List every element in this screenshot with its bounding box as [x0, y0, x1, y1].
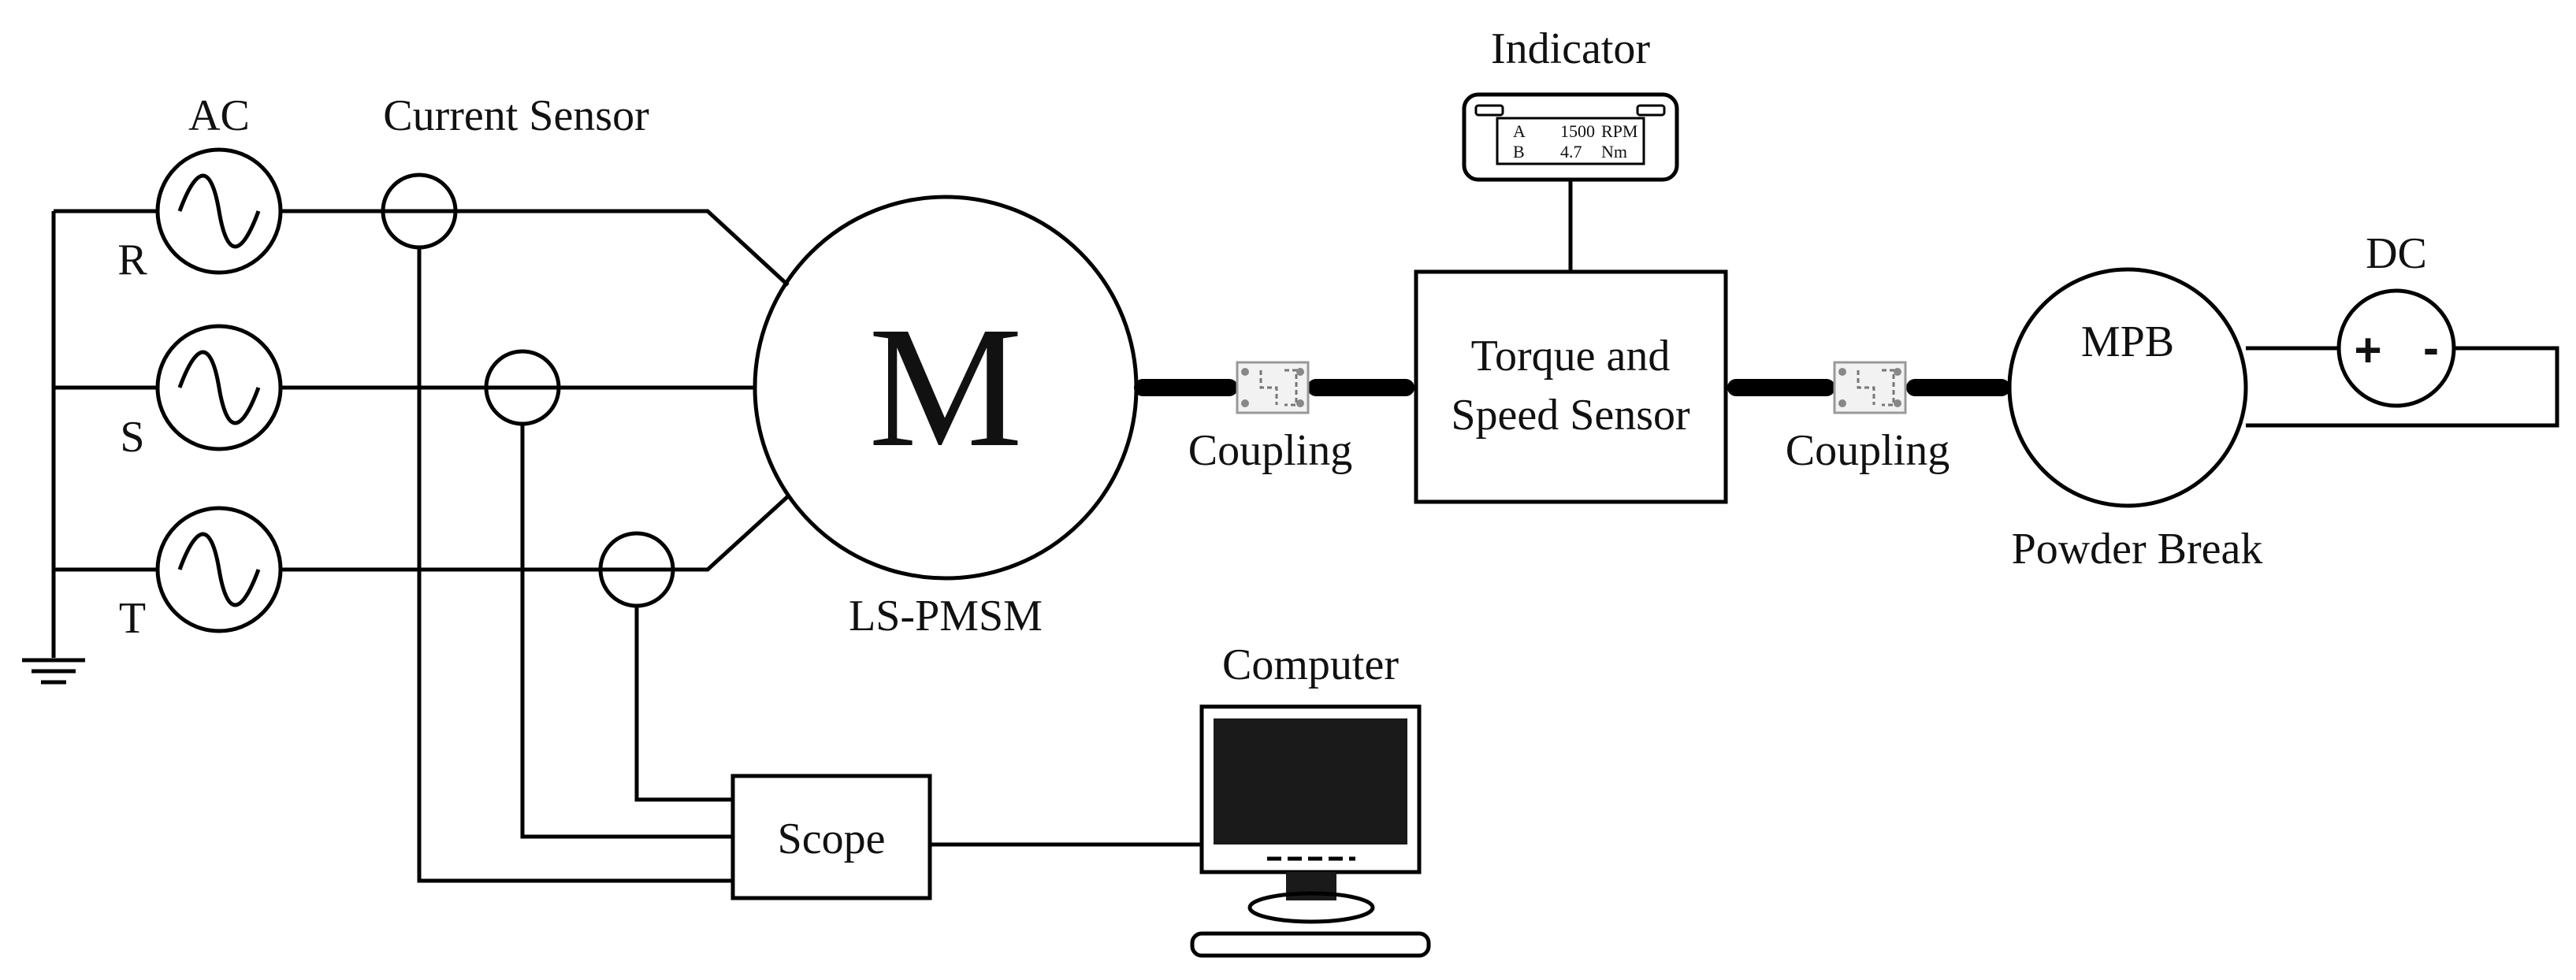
torque-sensor-label-line2: Speed Sensor [1451, 391, 1690, 440]
indicator-row2-value: 4.7 [1560, 142, 1582, 161]
current-sensor-label: Current Sensor [383, 91, 649, 140]
indicator-device: A 1500 RPM B 4.7 Nm [1462, 92, 1679, 182]
dc-wiring [2246, 346, 2559, 428]
mpb-label: MPB [2081, 317, 2174, 366]
indicator-label: Indicator [1491, 24, 1650, 73]
computer-icon [1190, 704, 1431, 958]
phase-r-label: R [117, 236, 147, 284]
indicator-row1-value: 1500 [1560, 121, 1595, 141]
coupling-left-label: Coupling [1188, 426, 1352, 475]
mpb [2007, 267, 2248, 508]
scope-label: Scope [778, 815, 886, 863]
phase-wiring [281, 209, 790, 572]
sine-wave-icon [177, 532, 261, 607]
computer-label: Computer [1222, 640, 1399, 689]
indicator-row1-channel: A [1513, 121, 1526, 141]
phase-s-label: S [120, 413, 144, 462]
ac-source-t [155, 506, 283, 633]
motor-name-label: LS-PMSM [849, 592, 1043, 640]
ac-source-r [155, 147, 283, 275]
indicator-row2-channel: B [1513, 142, 1525, 161]
phase-t-label: T [119, 594, 146, 643]
indicator-row2-unit: Nm [1601, 142, 1627, 161]
powder-break-label: Powder Break [2012, 525, 2263, 574]
indicator-screen [1496, 117, 1645, 165]
ground [22, 209, 158, 685]
ac-label: AC [188, 91, 250, 140]
coupling-left-icon [1236, 361, 1310, 414]
dc-label: DC [2366, 229, 2427, 278]
indicator-row1-unit: RPM [1601, 121, 1637, 141]
torque-sensor-label-line1: Torque and [1471, 332, 1671, 380]
dc-plus-sign: + [2354, 324, 2381, 377]
dc-minus-sign: - [2423, 321, 2439, 374]
coupling-right-icon [1833, 361, 1907, 414]
dc-source [2336, 288, 2456, 408]
sine-wave-icon [177, 173, 261, 249]
ground-icon [22, 658, 85, 685]
scope-box [730, 774, 932, 900]
motor-symbol: M [868, 291, 1023, 483]
torque-speed-sensor-box [1414, 269, 1728, 504]
coupling-right-label: Coupling [1786, 426, 1950, 475]
ac-source-s [155, 324, 283, 451]
sine-wave-icon [177, 350, 261, 425]
sensor-signal-wiring [417, 247, 733, 883]
